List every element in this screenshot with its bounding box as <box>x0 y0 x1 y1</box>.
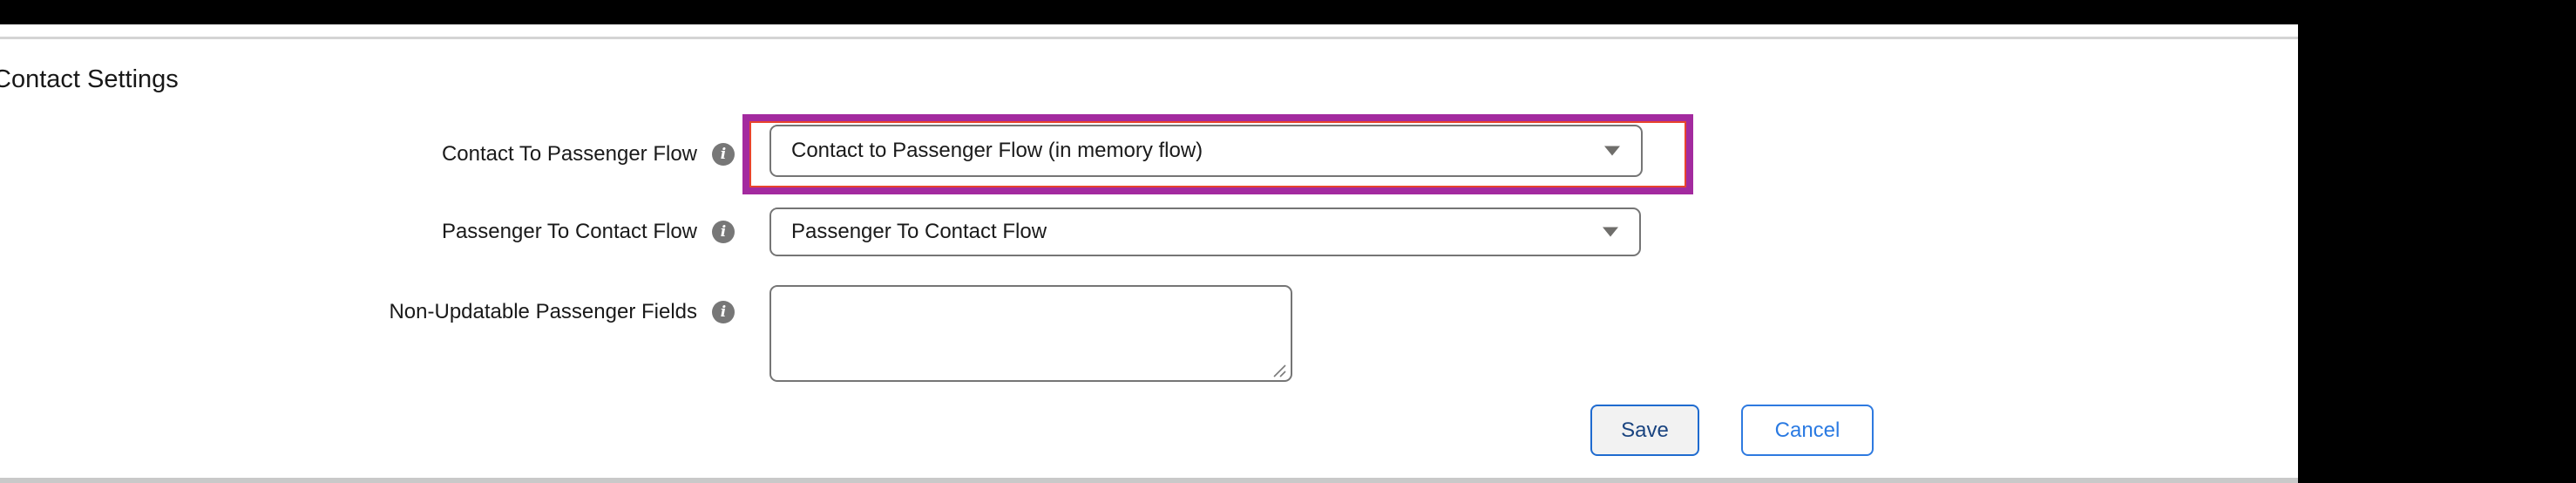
passenger-to-contact-flow-select[interactable]: Passenger To Contact Flow <box>769 207 1641 256</box>
contact-to-passenger-flow-value: Contact to Passenger Flow (in memory flo… <box>791 139 1203 162</box>
page-title: Contact Settings <box>0 65 179 93</box>
info-icon-glyph: i <box>720 222 727 241</box>
info-icon[interactable]: i <box>712 221 735 243</box>
chevron-down-icon <box>1603 227 1618 237</box>
header-divider <box>0 37 2298 39</box>
chevron-down-icon <box>1604 146 1620 156</box>
save-button[interactable]: Save <box>1590 405 1699 456</box>
info-icon[interactable]: i <box>712 301 735 323</box>
passenger-to-contact-flow-value: Passenger To Contact Flow <box>791 220 1047 243</box>
bottom-divider <box>0 478 2298 483</box>
contact-to-passenger-flow-label: Contact To Passenger Flow <box>441 142 697 166</box>
info-icon[interactable]: i <box>712 143 735 166</box>
non-updatable-passenger-fields-input[interactable] <box>769 285 1292 382</box>
contact-to-passenger-flow-select[interactable]: Contact to Passenger Flow (in memory flo… <box>769 125 1643 177</box>
top-black-bar <box>0 0 2576 24</box>
info-icon-glyph: i <box>720 303 727 321</box>
cancel-button[interactable]: Cancel <box>1741 405 1874 456</box>
non-updatable-passenger-fields-label: Non-Updatable Passenger Fields <box>389 300 697 323</box>
passenger-to-contact-flow-label: Passenger To Contact Flow <box>441 220 697 243</box>
info-icon-glyph: i <box>720 145 727 163</box>
